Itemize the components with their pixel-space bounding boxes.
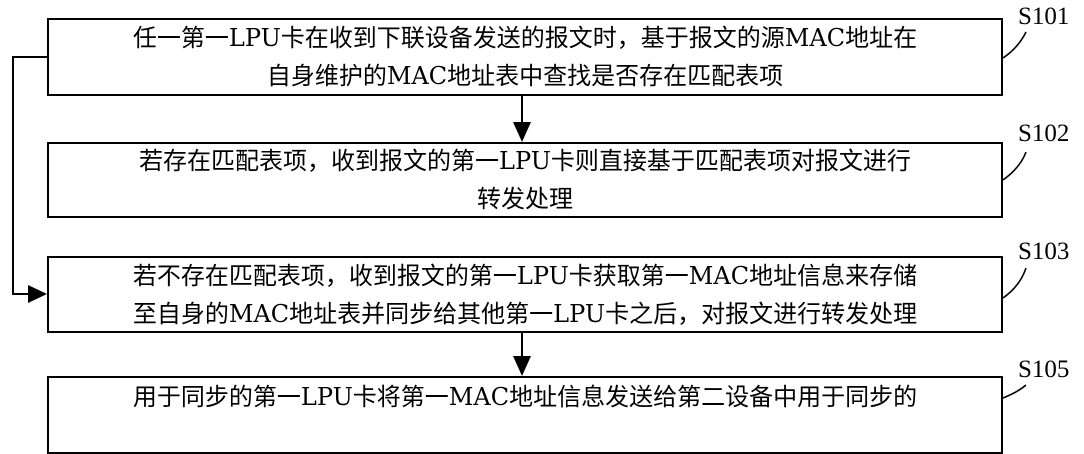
branch-s101-to-s103 [12, 56, 47, 295]
step-text-line: 自身维护的MAC地址表中查找是否存在匹配表项 [266, 62, 784, 90]
arrowhead-s103 [28, 285, 47, 303]
step-text-line: 若不存在匹配表项，收到报文的第一LPU卡获取第一MAC地址信息来存储 [132, 261, 918, 290]
step-box-s101: 任一第一LPU卡在收到下联设备发送的报文时，基于报文的源MAC地址在 自身维护的… [47, 18, 1003, 96]
arrowhead-s102 [513, 122, 531, 142]
step-text-line: 转发处理 [477, 185, 573, 213]
step-text-line: 至自身的MAC地址表并同步给其他第一LPU卡之后，对报文进行转发处理 [132, 299, 918, 328]
arrowhead-s105 [513, 356, 531, 376]
flow-connectors [12, 31, 1027, 399]
step-label-s105: S105 [1018, 356, 1070, 383]
step-label-s103: S103 [1018, 238, 1070, 265]
step-label-s102: S102 [1018, 120, 1070, 147]
step-box-s105: 用于同步的第一LPU卡将第一MAC地址信息发送给第二设备中用于同步的 [47, 376, 1003, 454]
step-box-s102: 若存在匹配表项，收到报文的第一LPU卡则直接基于匹配表项对报文进行 转发处理 [47, 142, 1003, 218]
step-box-s103: 若不存在匹配表项，收到报文的第一LPU卡获取第一MAC地址信息来存储 至自身的M… [47, 256, 1003, 333]
step-text-line: 若存在匹配表项，收到报文的第一LPU卡则直接基于匹配表项对报文进行 [139, 147, 911, 175]
label-leader-s101 [1002, 31, 1027, 59]
step-text-line: 任一第一LPU卡在收到下联设备发送的报文时，基于报文的源MAC地址在 [132, 24, 918, 52]
label-leader-s102 [1002, 151, 1027, 181]
step-text-line: 用于同步的第一LPU卡将第一MAC地址信息发送给第二设备中用于同步的 [132, 383, 918, 411]
step-label-s101: S101 [1018, 3, 1070, 30]
label-leader-s103 [1002, 267, 1027, 299]
label-leader-s105 [1002, 384, 1027, 399]
